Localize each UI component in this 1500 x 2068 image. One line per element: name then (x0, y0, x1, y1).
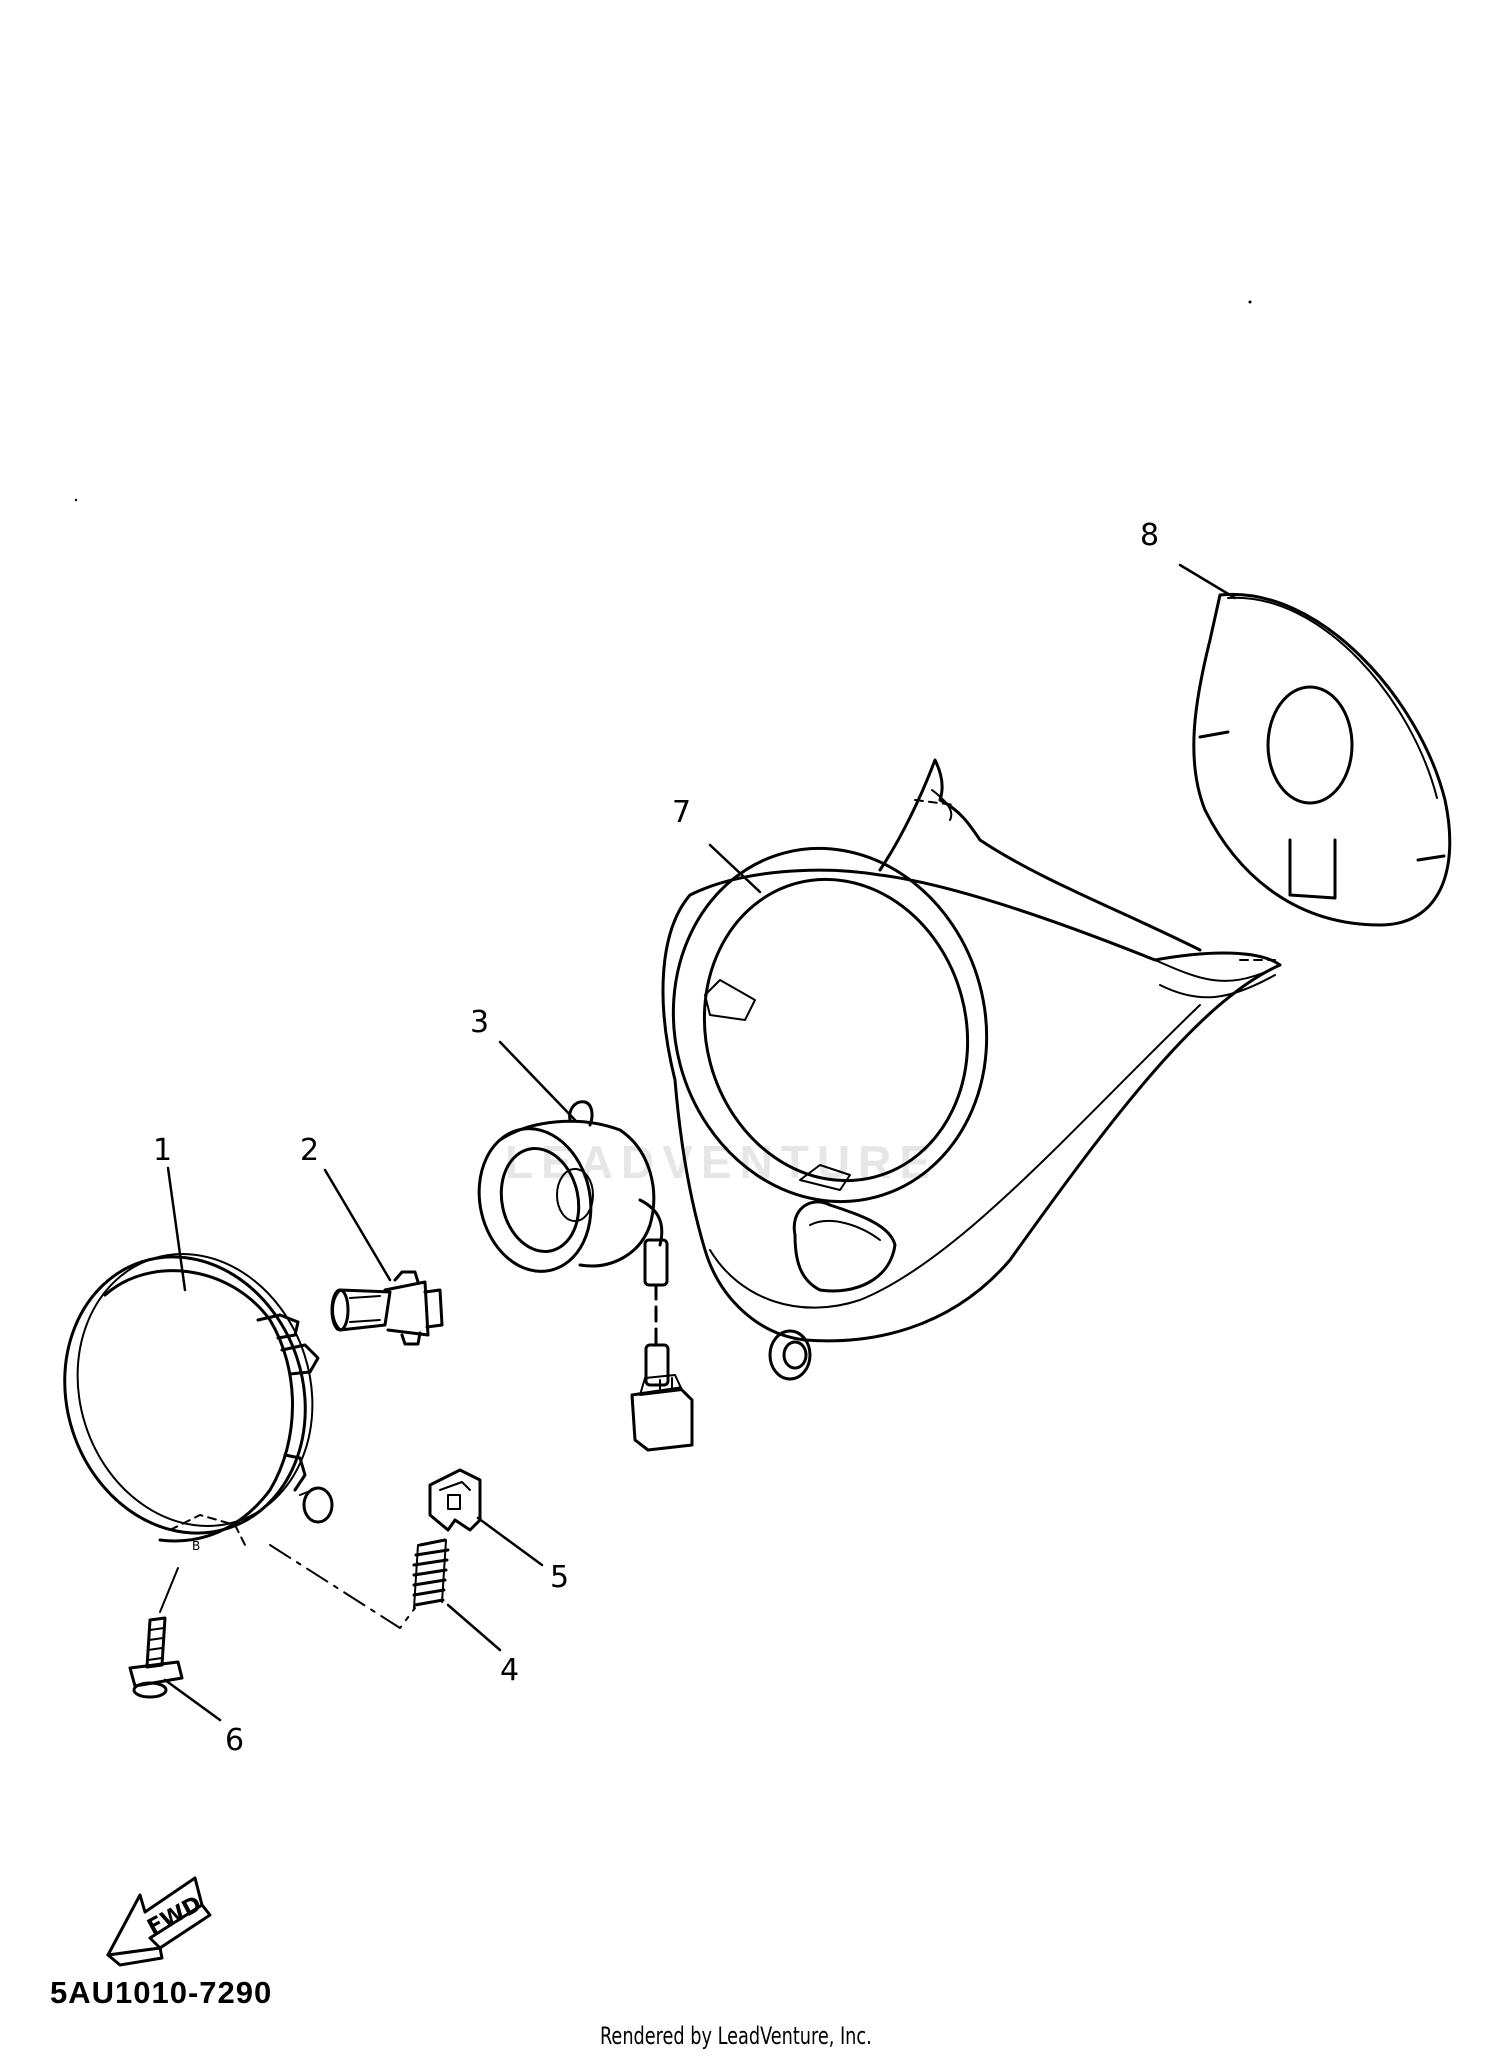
leader-lines (163, 563, 1237, 1722)
assembly-line (269, 1544, 416, 1629)
callout-7: 7 (672, 795, 691, 830)
callout-1: 1 (153, 1133, 172, 1168)
part-1-headlight-lens: B (63, 1253, 334, 1553)
callout-8: 8 (1140, 518, 1159, 553)
callout-3: 3 (470, 1005, 489, 1040)
callout-5: 5 (550, 1560, 569, 1595)
part-7-headlight-housing (661, 758, 1282, 1381)
callout-4: 4 (500, 1653, 519, 1688)
assembly-line-screw (159, 1567, 179, 1613)
scan-speck (1248, 300, 1252, 304)
footer-credit: Rendered by LeadVenture, Inc. (600, 2022, 872, 2050)
callout-2: 2 (300, 1133, 319, 1168)
svg-text:B: B (192, 1539, 200, 1553)
part-3-bulb-socket (477, 1100, 694, 1452)
part-6-screw (128, 1616, 184, 1699)
callout-6: 6 (225, 1723, 244, 1758)
part-5-clip (428, 1468, 482, 1532)
part-8-cover-plate (1192, 592, 1452, 927)
part-4-spring (412, 1538, 450, 1609)
part-2-bulb (330, 1270, 444, 1346)
diagram-code: 5AU1010-7290 (50, 1975, 273, 2010)
forward-direction-arrow: FWD (106, 1876, 212, 1967)
scan-speck (74, 498, 78, 502)
